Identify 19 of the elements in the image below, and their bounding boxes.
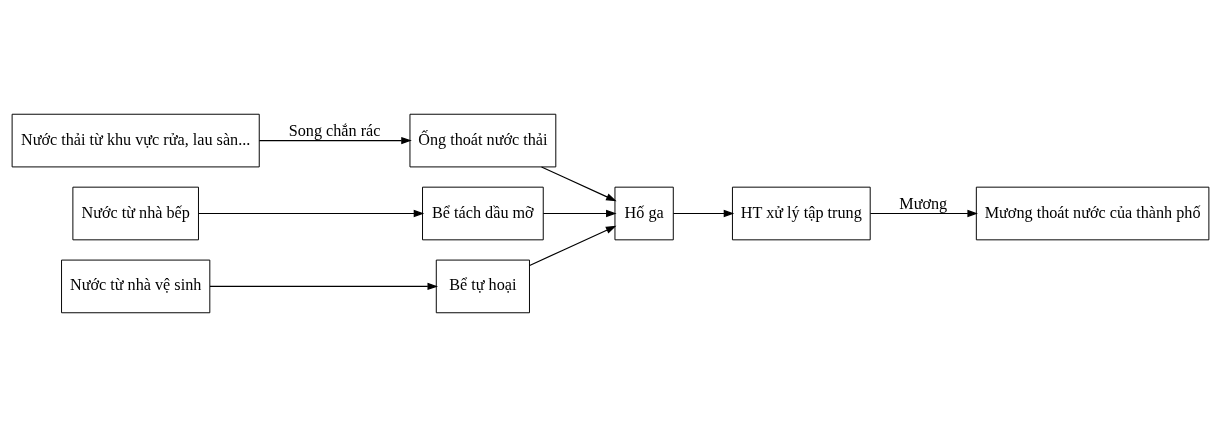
node-box: Nước từ nhà vệ sinh [61,259,211,314]
arrow [869,209,978,218]
arrow [672,209,735,218]
edge-label: Song chắn rác [288,121,381,140]
node-box: Ống thoát nước thải [409,113,557,168]
node-box: Nước từ nhà bếp [72,186,199,241]
node-box: Bể tách dầu mỡ [422,186,544,241]
node-box: HT xử lý tập trung [731,186,871,241]
arrow [540,166,617,202]
edge-label: Mương [899,194,948,213]
node-box: Nước thải từ khu vực rửa, lau sàn... [11,113,260,168]
node-box: Mương thoát nước của thành phố [975,186,1210,241]
arrow [258,136,412,145]
arrow [542,209,617,218]
node-box: Hố ga [614,186,674,241]
node-box: Bể tự hoại [435,259,530,314]
arrow [529,225,617,267]
arrow [198,209,425,218]
arrow [209,282,439,291]
